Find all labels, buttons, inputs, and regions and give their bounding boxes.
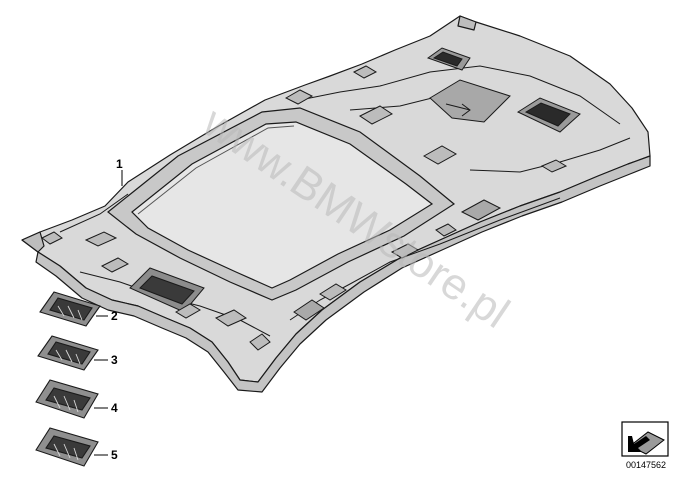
tray-5-slots xyxy=(53,443,79,461)
part-tray-5[interactable] xyxy=(35,427,99,467)
callout-4[interactable]: 4 xyxy=(111,401,118,415)
center-recess xyxy=(429,79,511,123)
front-light-inner xyxy=(139,275,195,305)
part-tray-2[interactable] xyxy=(39,291,101,327)
sunroof-inner-shadow xyxy=(137,125,295,215)
headliner-cutouts xyxy=(41,47,581,351)
tray-2-slots xyxy=(57,305,83,321)
tray-4-slots xyxy=(53,395,79,413)
part-tray-4[interactable] xyxy=(35,379,99,419)
rear-light-inner xyxy=(432,51,463,67)
tray-3-slots xyxy=(55,349,81,365)
headliner-lower-edge xyxy=(35,155,651,393)
tray-4-inner xyxy=(45,387,91,411)
tray-3-inner xyxy=(47,341,91,365)
arrow-reference-icon xyxy=(621,421,669,457)
right-light-inner xyxy=(524,102,571,127)
callout-1[interactable]: 1 xyxy=(116,157,123,171)
center-recess-arrow xyxy=(445,103,471,117)
sunroof-glass xyxy=(131,121,434,289)
callout-3[interactable]: 3 xyxy=(111,353,118,367)
diagram-number: 00147562 xyxy=(625,460,667,470)
rear-lip xyxy=(457,15,477,31)
tray-5-inner xyxy=(45,435,91,459)
sunroof-opening xyxy=(107,107,456,301)
callout-2[interactable]: 2 xyxy=(111,309,118,323)
arrow-reference-pointer xyxy=(628,436,650,452)
leader-lines xyxy=(94,170,123,456)
front-lip xyxy=(21,231,45,253)
callout-5[interactable]: 5 xyxy=(111,448,118,462)
part-tray-3[interactable] xyxy=(37,335,99,371)
tray-2-inner xyxy=(49,297,93,321)
